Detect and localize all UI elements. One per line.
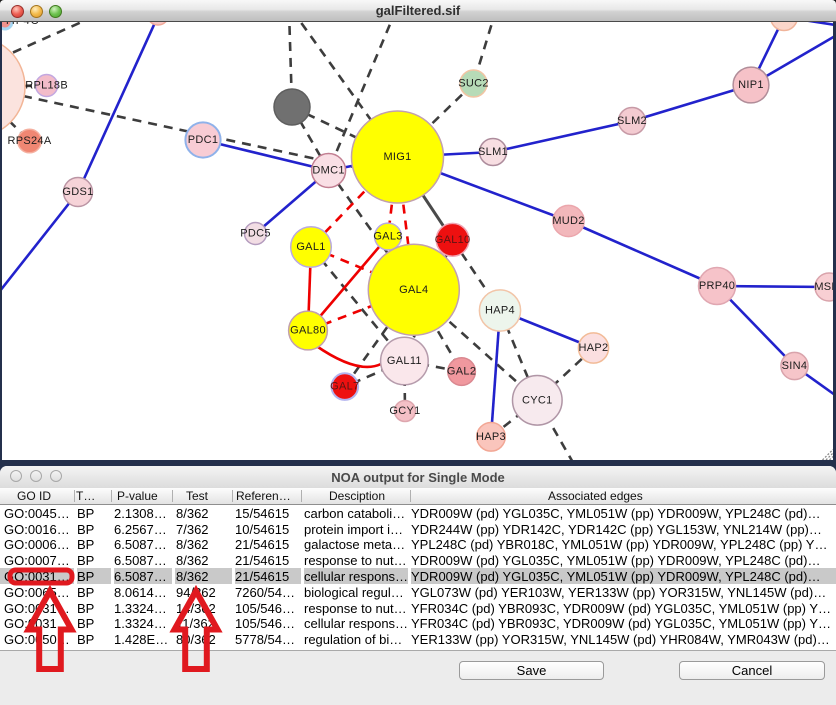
svg-text:HAP2: HAP2	[579, 342, 609, 354]
svg-text:HAP4: HAP4	[485, 305, 515, 317]
svg-text:GDS1: GDS1	[62, 186, 93, 198]
svg-text:PDC5: PDC5	[240, 228, 271, 240]
svg-text:SIN4: SIN4	[782, 360, 808, 372]
svg-text:SLM2: SLM2	[617, 115, 647, 127]
svg-text:GAL3: GAL3	[373, 231, 402, 243]
svg-text:RPS24A: RPS24A	[8, 135, 52, 147]
svg-text:PDC1: PDC1	[188, 134, 219, 146]
svg-text:GCY1: GCY1	[389, 405, 420, 417]
svg-text:GAL4: GAL4	[399, 284, 428, 296]
svg-text:RPL18B: RPL18B	[25, 80, 68, 92]
svg-text:HAP3: HAP3	[476, 431, 506, 443]
svg-text:GAL11: GAL11	[387, 355, 422, 367]
svg-text:SUC2: SUC2	[458, 78, 489, 90]
svg-text:MUD2: MUD2	[552, 215, 584, 227]
svg-text:PRP40: PRP40	[699, 280, 735, 292]
svg-text:MIG1: MIG1	[383, 151, 411, 163]
svg-text:DMC1: DMC1	[312, 165, 344, 177]
svg-text:GAL2: GAL2	[447, 366, 476, 378]
svg-text:GAL80: GAL80	[290, 325, 326, 337]
svg-text:SLM1: SLM1	[478, 146, 508, 158]
svg-text:NIP1: NIP1	[738, 79, 764, 91]
svg-text:CYC1: CYC1	[522, 394, 553, 406]
svg-text:GAL10: GAL10	[435, 234, 471, 246]
svg-text:GAL1: GAL1	[296, 241, 325, 253]
svg-text:TIF4C: TIF4C	[4, 22, 40, 27]
svg-text:GAL7: GAL7	[330, 381, 359, 393]
